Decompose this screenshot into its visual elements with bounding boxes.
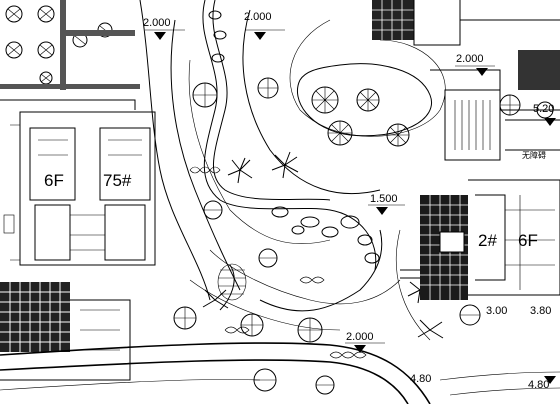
elevation-label: 5.20 (533, 103, 554, 115)
stepping-stones (208, 10, 380, 264)
elevation-label: 3.80 (530, 305, 551, 317)
building-2 (400, 179, 560, 300)
island-trees (311, 86, 410, 147)
elevation-label: 1.500 (370, 193, 398, 205)
elevation-label: 2.000 (244, 11, 272, 23)
elevation-label: 3.00 (486, 305, 507, 317)
side-note-label: 无障碍 (522, 150, 546, 160)
right-floors-label: 6F (518, 231, 538, 250)
hedge-lines (0, 0, 140, 110)
top-right-buildings (372, 0, 560, 161)
elevation-label: 2.000 (143, 17, 171, 29)
building-75 (3, 111, 156, 266)
terrain-contours (139, 0, 446, 341)
left-floors-label: 6F (44, 171, 64, 190)
elevation-label: 4.80 (528, 379, 549, 391)
winding-footpath (202, 0, 377, 311)
right-building-number: 2# (478, 231, 497, 250)
tree-grid-top-left (5, 5, 113, 85)
elevation-label: 4.80 (410, 373, 431, 385)
main-road (0, 342, 560, 404)
elevation-label: 2.000 (456, 53, 484, 65)
scattered-trees (173, 77, 554, 395)
shrub-clusters (189, 166, 367, 359)
elevation-markers (145, 29, 556, 384)
hatched-building-bottom-left (0, 282, 131, 381)
elevation-label: 2.000 (346, 331, 374, 343)
left-building-number: 75# (103, 171, 132, 190)
palm-trees (202, 151, 444, 339)
